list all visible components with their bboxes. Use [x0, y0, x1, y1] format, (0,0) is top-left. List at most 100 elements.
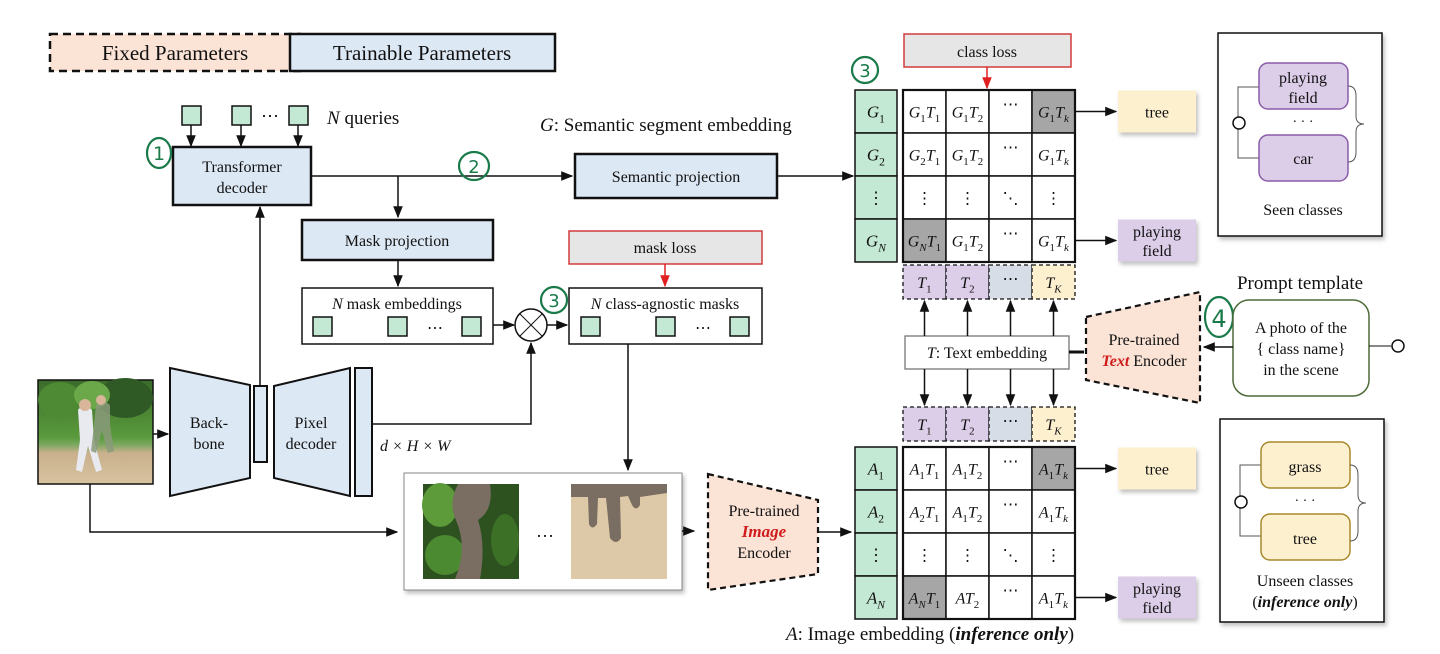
seen-class-label-1: car — [1293, 151, 1313, 168]
text-top-token — [1031, 264, 1076, 300]
image-embedding-end: ) — [1068, 624, 1074, 645]
masked-crop-tree — [422, 483, 519, 579]
a-matrix-cell-label: A1 Tk — [1038, 462, 1068, 482]
g-matrix-row-label: GN — [866, 232, 887, 255]
a-matrix-output-label: tree — [1145, 462, 1169, 479]
annotation-step-3b-label: 3 — [859, 61, 870, 82]
annotation-step-2-label: 2 — [468, 157, 479, 178]
g-matrix-cell — [1031, 132, 1076, 177]
query-token — [288, 105, 309, 126]
a-matrix-cell-label: ⋮ — [917, 548, 933, 565]
g-matrix-row-embedding — [854, 175, 898, 220]
text-tokens-top: T1 T2 ⋯TK — [902, 264, 1076, 300]
a-matrix-row-label: A2 — [867, 503, 884, 526]
query-token — [231, 105, 252, 126]
image-embedding-bold: inference only — [955, 624, 1068, 645]
a-matrix-cell-label: ⋱ — [1003, 548, 1019, 565]
legend-fixed-label: Fixed Parameters — [102, 41, 248, 65]
unseen-class-label-1: tree — [1293, 531, 1317, 548]
a-matrix-row-label: ⋮ — [868, 546, 885, 565]
g-matrix-output-tree — [1118, 90, 1196, 133]
a-matrix-cell-label: ⋮ — [960, 548, 976, 565]
a-matrix-cell-label: A1 T2 — [952, 462, 983, 482]
prompt-template-line-1: A photo of the — [1255, 320, 1347, 337]
masked-crop-field — [571, 484, 667, 579]
a-matrix-output-label: playing — [1133, 581, 1181, 598]
g-matrix-row-label: ⋮ — [868, 189, 885, 208]
a-matrix-cell — [1031, 532, 1076, 577]
masked-crops-panel: … — [403, 472, 683, 591]
a-matrix-row-embedding — [854, 575, 898, 620]
a-matrix-cell-label: A2 T1 — [909, 505, 940, 525]
g-matrix-cell — [988, 175, 1033, 220]
mask-embedding-token — [461, 316, 482, 337]
class-agnostic-masks-dots: ⋯ — [695, 320, 711, 337]
query-token — [181, 105, 202, 126]
seen-class-item — [1258, 134, 1349, 182]
mask-projection: Mask projection — [300, 218, 495, 262]
prompt-template: Prompt template A photo of the { class n… — [1202, 273, 1405, 397]
a-matrix-row-label: AN — [866, 589, 886, 612]
mask-loss-label: mask loss — [634, 240, 697, 257]
unseen-class-item — [1260, 513, 1351, 561]
text-top-token-label: TK — [1045, 275, 1062, 295]
a-matrix-row-embedding — [854, 532, 898, 577]
mask-loss: mask loss — [568, 230, 763, 288]
g-matrix-cell — [902, 175, 947, 220]
image-embedding-text: : Image embedding ( — [798, 624, 956, 645]
text-bottom-token-label: T1 — [917, 417, 931, 437]
prompt-template-line-3: in the scene — [1263, 362, 1339, 379]
annotation-step-1-label: 1 — [153, 143, 165, 165]
seen-class-label-0a: playing — [1279, 70, 1327, 87]
text-embedding-arrows — [919, 299, 1059, 407]
g-matrix-cell-label: G1 Tk — [1038, 234, 1069, 254]
seen-classes-port-icon — [1232, 116, 1246, 130]
g-matrix-cell-label: G2 T1 — [909, 148, 941, 168]
image-similarity-matrix: A1 A2 ⋮AN A1 T1 A1 T2 ⋯A1 Tk A2 T1 A1 T2… — [854, 445, 1196, 621]
a-matrix-row-label: A1 — [867, 460, 884, 483]
class-agnostic-masks-var: N — [590, 296, 603, 313]
masked-crops-dots: … — [536, 521, 554, 541]
g-matrix-cell-label: G1 Tk — [1038, 148, 1069, 168]
class-agnostic-masks: N class-agnostic masks ⋯ — [568, 287, 763, 345]
annotation-step-4-label: 4 — [1211, 305, 1226, 333]
seen-class-label-0b: field — [1288, 90, 1317, 107]
transformer-decoder-label-2: decoder — [217, 180, 268, 197]
semantic-similarity-matrix: G1 G2 ⋮GN G1 T1 G1 T2 ⋯G1 Tk G2 T1 G1 T2… — [854, 88, 1196, 264]
feature-shape-label: d × H × W — [380, 438, 452, 455]
input-image — [37, 378, 154, 485]
text-embedding-var: T — [927, 345, 937, 362]
a-matrix-cell-label: A1 Tk — [1038, 591, 1068, 611]
backbone-label-2: bone — [193, 436, 224, 453]
text-encoder: Pre-trained Text Encoder — [1084, 290, 1202, 405]
transformer-decoder: Transformer decoder — [171, 145, 313, 207]
queries-var: N — [326, 108, 341, 129]
g-matrix-row-embedding — [854, 132, 898, 177]
annotation-step-4: 4 — [1203, 295, 1235, 339]
text-embedding-text: : Text embedding — [936, 345, 1047, 362]
mask-embeddings: N mask embeddings ⋯ — [301, 287, 494, 345]
text-bottom-token — [1031, 406, 1076, 442]
multiply-operator-icon — [514, 308, 548, 342]
a-matrix-cell-label: ⋯ — [1003, 583, 1019, 600]
mask-token — [729, 316, 750, 337]
g-matrix-cell-label: ⋯ — [1003, 226, 1019, 243]
pixel-decoder-label-2: decoder — [286, 436, 337, 453]
g-matrix-cell — [988, 89, 1033, 134]
image-encoder: Pre-trained Image Encoder — [706, 472, 820, 592]
text-encoder-text-word: Text — [1101, 353, 1129, 370]
g-matrix-cell — [988, 218, 1033, 263]
mask-token — [580, 316, 601, 337]
text-top-token-label: ⋯ — [1003, 271, 1019, 288]
a-matrix-cell-label: ⋮ — [1046, 548, 1062, 565]
prompt-template-title: Prompt template — [1237, 273, 1363, 294]
g-matrix-cell-label: ⋮ — [917, 191, 933, 208]
pixel-decoder-label-1: Pixel — [295, 415, 328, 432]
image-encoder-label-1: Pre-trained — [728, 503, 799, 520]
text-bottom-token-label: ⋯ — [1003, 413, 1019, 430]
g-matrix-row-label: G2 — [867, 146, 885, 169]
a-matrix-cell — [945, 489, 990, 534]
backbone: Back- bone — [169, 366, 251, 498]
unseen-classes-caption-2: (inference only) — [1252, 594, 1357, 611]
